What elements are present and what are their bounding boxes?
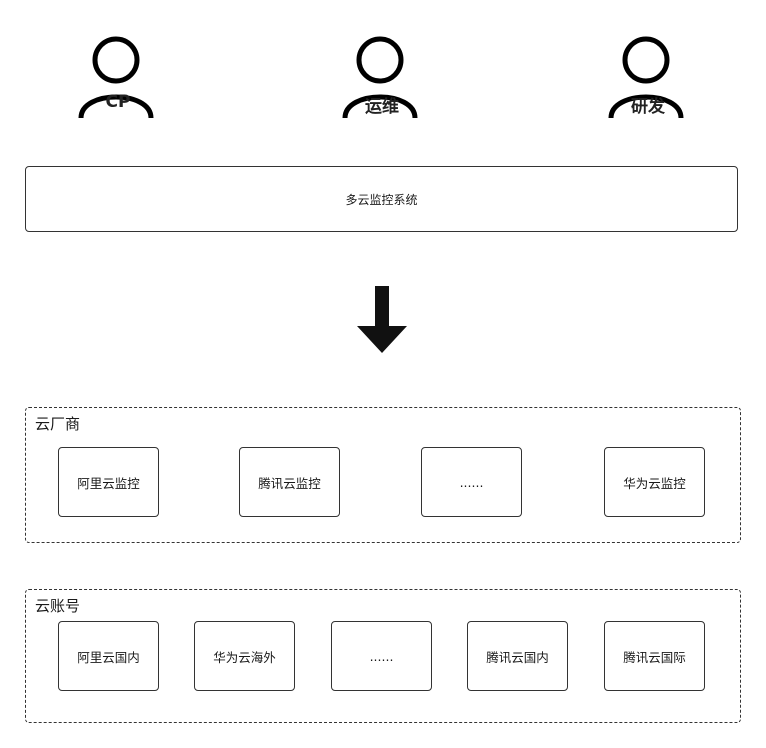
down-arrow-icon bbox=[357, 286, 407, 353]
group-title: 云账号 bbox=[35, 597, 81, 615]
node-label: 阿里云监控 bbox=[77, 475, 140, 491]
node-label: 华为云海外 bbox=[213, 649, 276, 665]
node-label: 阿里云国内 bbox=[77, 649, 140, 665]
vendor-node: 腾讯云监控 bbox=[239, 447, 340, 517]
vendor-node: 华为云监控 bbox=[604, 447, 705, 517]
group-title: 云厂商 bbox=[35, 415, 81, 433]
account-node: 阿里云国内 bbox=[58, 621, 159, 691]
person-icon bbox=[608, 36, 684, 119]
account-node: 腾讯云国际 bbox=[604, 621, 705, 691]
cloud-accounts-group: 云账号 阿里云国内 华为云海外 ...... 腾讯云国内 腾讯云国际 bbox=[25, 589, 741, 723]
cloud-vendors-group: 云厂商 阿里云监控 腾讯云监控 ...... 华为云监控 bbox=[25, 407, 741, 543]
node-label: ...... bbox=[369, 648, 394, 664]
account-node: 腾讯云国内 bbox=[467, 621, 568, 691]
vendor-node: 阿里云监控 bbox=[58, 447, 159, 517]
account-node: ...... bbox=[331, 621, 432, 691]
role-label: 运维 bbox=[365, 97, 399, 117]
multi-cloud-monitoring-system: 多云监控系统 bbox=[25, 166, 738, 232]
account-node: 华为云海外 bbox=[194, 621, 295, 691]
role-cp: CP bbox=[78, 32, 158, 122]
person-icon bbox=[78, 36, 154, 119]
node-label: 腾讯云国内 bbox=[486, 649, 549, 665]
node-label: 腾讯云监控 bbox=[258, 475, 321, 491]
role-label: CP bbox=[105, 92, 131, 112]
role-label: 研发 bbox=[631, 97, 665, 117]
vendor-node: ...... bbox=[421, 447, 522, 517]
system-label: 多云监控系统 bbox=[345, 192, 418, 207]
node-label: 腾讯云国际 bbox=[623, 649, 686, 665]
node-label: 华为云监控 bbox=[623, 475, 686, 491]
role-ops: 运维 bbox=[342, 32, 422, 122]
node-label: ...... bbox=[459, 474, 484, 490]
role-dev: 研发 bbox=[608, 32, 688, 122]
person-icon bbox=[342, 36, 418, 119]
